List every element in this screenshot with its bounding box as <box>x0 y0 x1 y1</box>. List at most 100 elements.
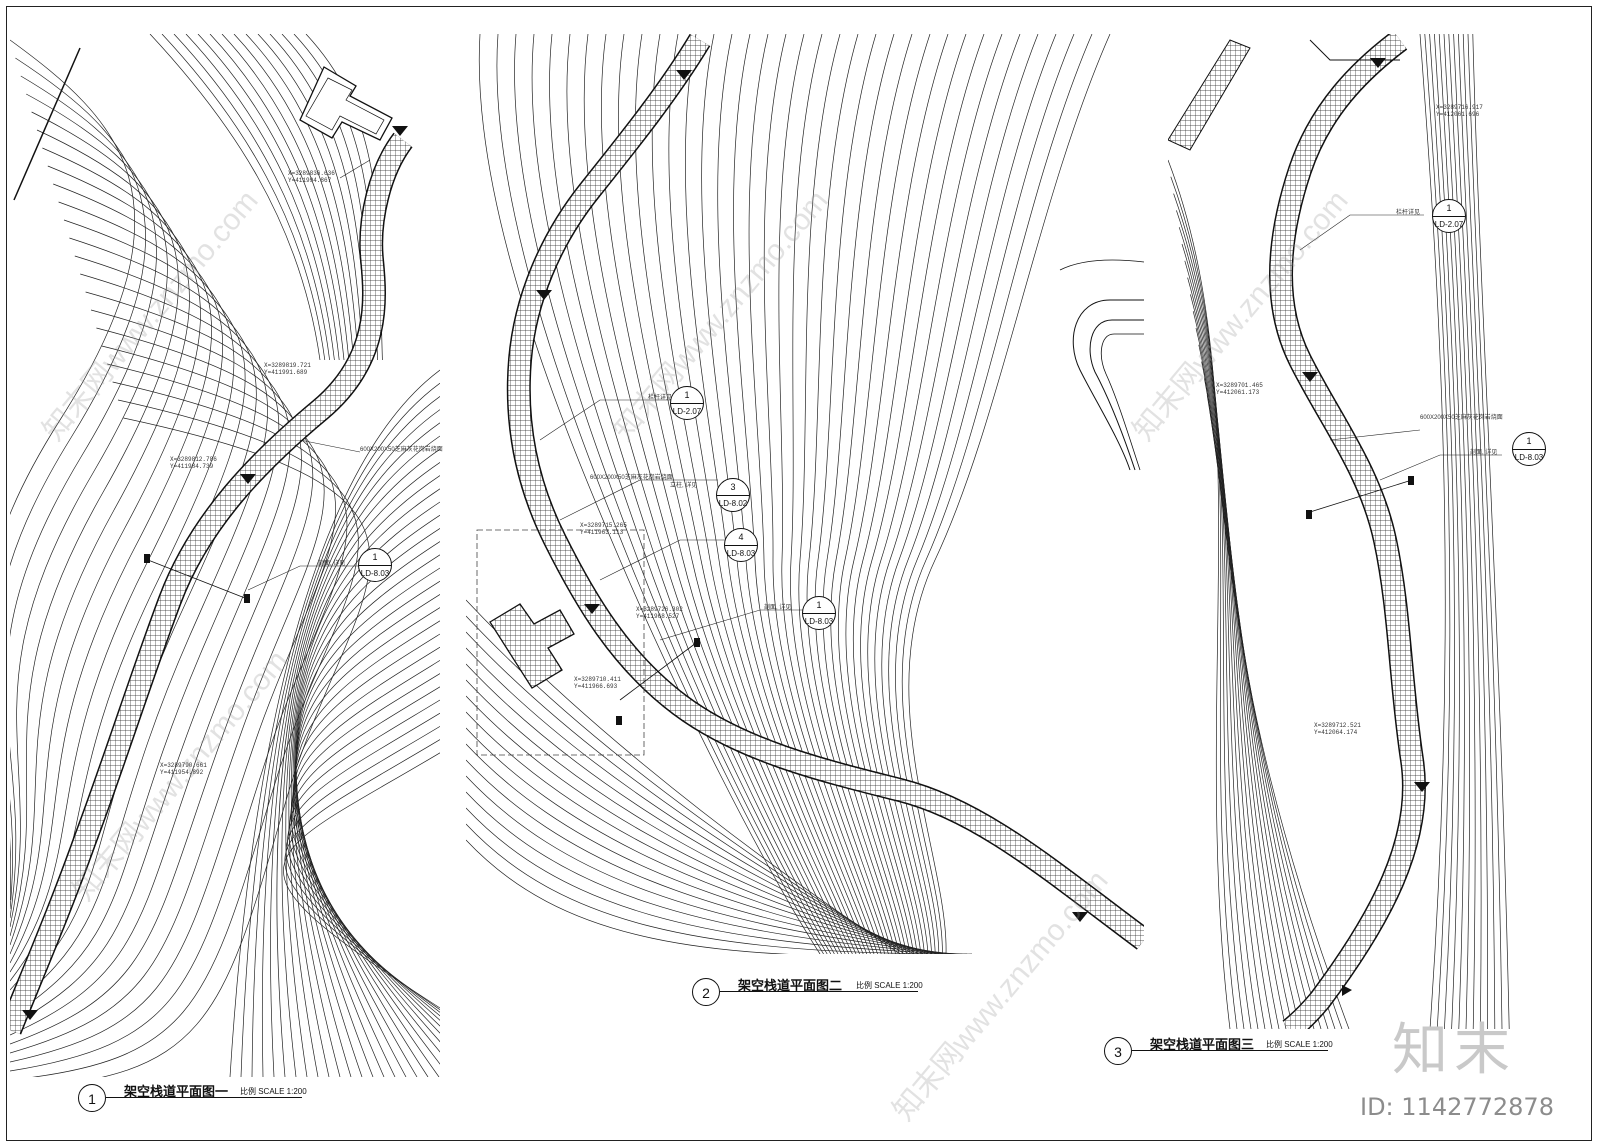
contour-line <box>1170 176 1238 1029</box>
arrow-marker <box>1414 782 1430 792</box>
contours-panel-2 <box>466 34 1111 954</box>
contour-line <box>10 381 348 1072</box>
contour-line <box>748 34 878 954</box>
contour-line <box>221 34 350 361</box>
contour-line <box>10 93 168 928</box>
contour-line <box>1448 34 1476 1029</box>
contour-line <box>283 752 440 1009</box>
contour-line <box>291 660 440 1043</box>
contour-line <box>270 422 440 1077</box>
contour-line <box>10 309 302 1036</box>
contour-line <box>549 34 835 954</box>
contour-line <box>778 34 886 954</box>
contour-line <box>288 475 440 1077</box>
contour-line <box>763 34 882 954</box>
contour-line <box>1453 34 1482 1029</box>
contour-line <box>173 34 330 361</box>
contour-line <box>10 273 280 1018</box>
contour-line <box>514 34 828 954</box>
arrow-marker <box>1302 372 1318 382</box>
detail-box <box>476 529 645 756</box>
panel-scale-3: 比例 SCALE 1:200 <box>1266 1040 1333 1049</box>
panel-number-3: 3 <box>1104 1037 1132 1065</box>
contour-line <box>10 183 224 973</box>
contour-line <box>1215 445 1350 1029</box>
contour-line <box>651 34 857 954</box>
note-label: 600X200X50芝麻灰花岗岩烧面 <box>590 475 673 481</box>
panel-title-2: 架空栈道平面图二 <box>738 979 843 994</box>
contour-line <box>1462 34 1496 1029</box>
contour-line <box>845 34 949 954</box>
arrow-marker <box>536 290 552 300</box>
contour-line <box>209 34 345 361</box>
contour-line <box>601 34 846 954</box>
contour-line <box>276 435 440 1077</box>
contour-line <box>10 291 291 1027</box>
title-underline <box>106 1097 302 1098</box>
contour-line <box>257 34 364 361</box>
contour-line <box>285 726 440 1013</box>
note-label: 栏杆详见 <box>648 395 673 401</box>
note-label: 剖面, 详见 <box>764 605 792 611</box>
contour-line <box>466 647 915 954</box>
contour-line <box>10 111 179 937</box>
contour-line <box>285 462 440 1077</box>
stair-3 <box>1168 39 1251 151</box>
contour-line <box>1195 327 1301 1029</box>
contour-line <box>185 34 335 361</box>
contour-line <box>1190 294 1287 1029</box>
note-label: 立柱, 详见 <box>670 483 698 489</box>
contour-line <box>881 34 1039 954</box>
coordinate-label: X=3289712.521 Y=412064.174 <box>1314 722 1361 736</box>
note-label: 剖面, 详见 <box>1470 450 1498 456</box>
contour-line <box>295 554 440 1077</box>
contour-line <box>1443 34 1471 1029</box>
contour-line <box>466 807 963 954</box>
contour-line <box>289 686 440 1027</box>
contour-line <box>293 514 440 1077</box>
contour-line <box>1184 260 1273 1029</box>
contour-line <box>287 712 440 1017</box>
contour-line <box>295 541 440 1077</box>
arrow-marker <box>584 604 600 614</box>
contour-line <box>466 615 905 954</box>
contour-line <box>531 34 832 954</box>
contour-line <box>466 775 953 954</box>
contour-line <box>852 34 967 954</box>
contours-panel-3 <box>1168 34 1510 1029</box>
title-underline <box>720 991 918 992</box>
coordinate-label: X=3289812.786 Y=411984.739 <box>170 456 217 470</box>
coordinate-label: X=3289726.302 Y=411968.527 <box>636 606 683 620</box>
contour-line <box>1458 34 1489 1029</box>
contour-line <box>31 399 359 1077</box>
contour-line <box>790 34 889 954</box>
contour-line <box>284 739 440 1011</box>
contour-line <box>10 327 314 1045</box>
arrow-marker <box>22 1010 38 1020</box>
coordinate-label: X=3289701.465 Y=412061.173 <box>1216 382 1263 396</box>
contour-line <box>867 34 1003 954</box>
contour-line <box>1187 277 1280 1029</box>
contour-line <box>838 34 931 954</box>
contour-line <box>583 34 842 954</box>
contour-line <box>466 695 929 954</box>
contour-line <box>806 34 896 954</box>
contour-line <box>161 34 326 361</box>
contour-line <box>1201 361 1315 1029</box>
coordinate-label: X=3289716.917 Y=412061.696 <box>1436 104 1483 118</box>
contour-line <box>1204 378 1322 1029</box>
contour-line <box>466 743 944 954</box>
contour-line <box>1419 34 1446 1029</box>
contour-line <box>1168 159 1231 1029</box>
contour-line <box>888 34 1057 954</box>
panel-title-1: 架空栈道平面图一 <box>124 1085 229 1100</box>
coordinate-label: X=3289836.636 Y=411994.867 <box>288 170 335 184</box>
contour-line <box>240 382 440 1077</box>
contour-line <box>1198 344 1308 1029</box>
contour-line <box>496 34 824 954</box>
contour-line <box>1429 34 1455 1029</box>
contour-line <box>618 34 850 954</box>
contour-line <box>1178 227 1259 1029</box>
arrow-marker <box>1370 58 1386 68</box>
